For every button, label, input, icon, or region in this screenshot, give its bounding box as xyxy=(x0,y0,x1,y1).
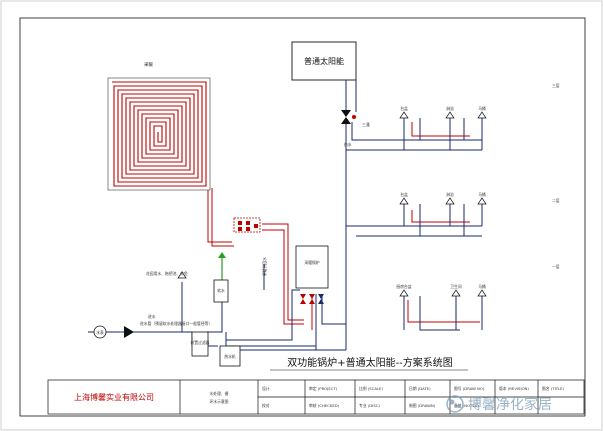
tb-r2-c2: 审核 (CHECKED) xyxy=(309,403,340,408)
boiler-label: 采暖锅炉 xyxy=(304,260,319,265)
tb-r2-c1: 校对 xyxy=(262,403,270,408)
meter-label: 水表 xyxy=(96,330,104,335)
fixture-outlets xyxy=(399,111,487,297)
mixing-valve-label: 三通 xyxy=(362,122,370,127)
green-up-arrow xyxy=(218,252,226,280)
water-pipes xyxy=(88,80,483,351)
drawing-border xyxy=(19,17,586,417)
floor3-label: 三层 xyxy=(552,83,560,88)
manifold xyxy=(233,217,261,233)
tb-r1-c6: 版本 (REVISION) xyxy=(499,386,529,391)
diagram-title: 双功能锅炉+普通太阳能--方案系统图 xyxy=(287,356,453,369)
floor3-fixture-3: 马桶 xyxy=(478,106,486,111)
floor2-fixture-1: 台盆 xyxy=(400,192,408,197)
floor2-fixture-3: 马桶 xyxy=(478,192,486,197)
tb-r2-c4: 制图 (DRAWN) xyxy=(409,403,436,408)
mixing-valve-icon xyxy=(341,110,356,124)
inlet-label: 进水 xyxy=(148,314,156,319)
inlet-note: 进水管（预留软水处理器接口一般管径等） xyxy=(140,321,212,326)
check-valve-icon xyxy=(124,326,134,338)
water-meter-icon xyxy=(93,325,107,339)
tb-r1-c5: 图号 (DRAW NO) xyxy=(454,386,485,391)
garden-label: 花园用水、拖把池、养鱼 xyxy=(146,271,188,276)
drawing-name-line1: 水处理、循 xyxy=(210,391,229,396)
water-treatment-label: 前置过滤器 xyxy=(191,340,210,345)
tb-r2-c5: 备注 (NOTES) xyxy=(454,403,479,408)
floor-heating-coil xyxy=(107,77,211,191)
boiler-box xyxy=(295,245,329,289)
floor1-label: 一层 xyxy=(552,264,560,269)
floor2-label: 二层 xyxy=(552,198,560,203)
solar-heater-box xyxy=(291,41,357,81)
tb-r2-c3: 专业 (DISC) xyxy=(359,403,380,408)
boiler-valves xyxy=(300,294,324,304)
softener-box xyxy=(213,279,229,303)
tb-r1-c3: 比例 (SCALE) xyxy=(359,386,383,391)
drawing-name-line2: 环水示意图 xyxy=(210,399,229,404)
garden-outlet-icon xyxy=(177,271,187,279)
floor1-fixture-1: 厨房台盆 xyxy=(396,284,411,289)
floor3-fixture-1: 台盆 xyxy=(400,106,408,111)
hot-water-tank-box xyxy=(219,345,241,367)
watermark-text: 博馨净化家居 xyxy=(468,396,552,413)
softener-label: 软水 xyxy=(217,288,225,293)
boiler-supply-note: 采暖供回水 xyxy=(262,257,267,276)
tb-r1-c2: 审定 (PROJECT) xyxy=(309,386,338,391)
tb-r1-c4: 日期 (DATE) xyxy=(409,386,431,391)
riser-label: 热水 xyxy=(344,142,352,147)
title-block xyxy=(47,379,585,415)
tb-r1-c1: 设计 xyxy=(262,386,270,391)
floor1-fixture-3: 马桶 xyxy=(478,284,486,289)
floor-heating-label: 采暖 xyxy=(144,61,153,68)
watermark: 博馨净化家居 xyxy=(446,395,552,413)
tb-r1-c7: 图名 (TITLE) xyxy=(542,386,565,391)
floor1-fixture-2: 卫生间 xyxy=(450,284,462,289)
hot-water-tank-label: 热水机 xyxy=(224,354,236,359)
floor3-fixture-2: 淋浴 xyxy=(446,106,454,111)
floor2-fixture-2: 淋浴 xyxy=(446,192,454,197)
water-treatment-box xyxy=(191,331,209,357)
solar-heater-label: 普通太阳能 xyxy=(304,56,344,66)
company-name: 上海博馨实业有限公司 xyxy=(74,392,154,402)
